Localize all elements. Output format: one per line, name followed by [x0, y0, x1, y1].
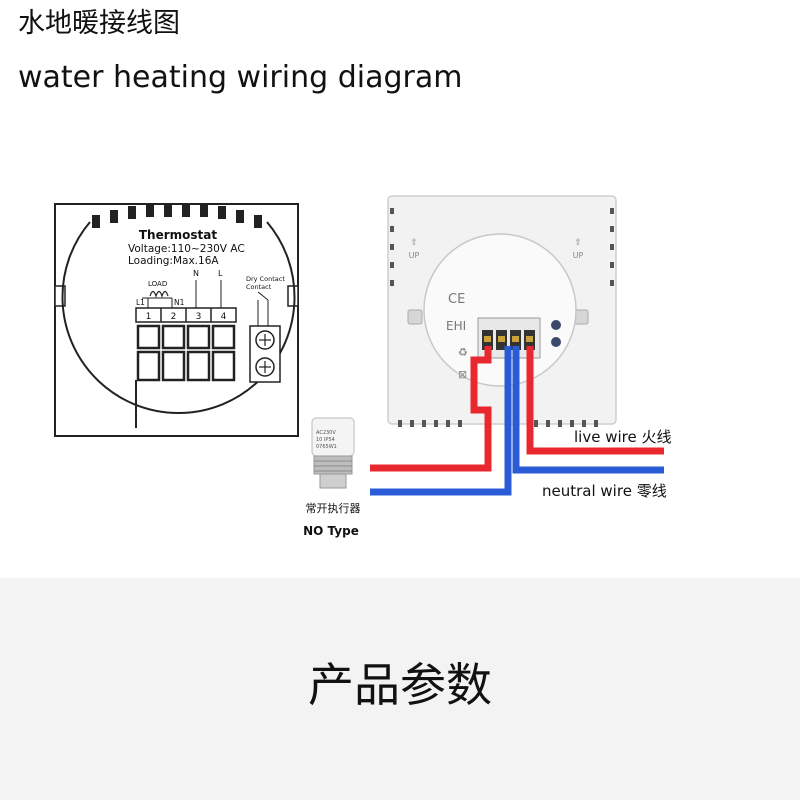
page-title-chinese: 水地暖接线图 [18, 8, 180, 39]
terminal-label-l1: L1 [136, 298, 145, 307]
schematic-teeth [92, 204, 262, 228]
schematic-left-tab [54, 285, 66, 307]
live-wire [526, 346, 664, 455]
device-side-slots [390, 208, 614, 286]
up-arrow-icon: ⇧ [574, 238, 582, 248]
schematic-right-tab [287, 285, 299, 307]
load-label: LOAD [148, 280, 167, 288]
eac-mark: EHI [446, 319, 466, 333]
footer-section-title: 产品参数 [308, 658, 492, 712]
screw-terminal-2 [255, 357, 275, 377]
schematic-frame [54, 203, 299, 437]
wiring-diagram: Thermostat Voltage:110~230V AC Loading:M… [54, 195, 671, 538]
mounting-tab-left [407, 309, 423, 325]
actuator-body-text-3: 0765W1 [316, 444, 337, 450]
schematic-voltage: Voltage:110~230V AC [128, 243, 245, 255]
thermostat-back-panel: ⇧ UP ⇧ UP CE EHI ♻ ⊠ [387, 195, 617, 427]
device-bottom-vents [398, 420, 598, 427]
page-title-english: water heating wiring diagram [18, 60, 463, 95]
wires: live wire 火线 neutral wire 零线 [370, 346, 671, 500]
terminal-number-4: 4 [221, 312, 227, 322]
terminal-label-n: N [193, 269, 199, 278]
actuator-label-cn: 常开执行器 [306, 501, 361, 515]
ce-mark: CE [448, 292, 465, 307]
device-terminals [482, 330, 535, 350]
neutral-wire-label: neutral wire 零线 [542, 482, 667, 500]
footer-band [0, 578, 800, 800]
device-screw-2 [551, 337, 561, 347]
bin-icon: ⊠ [458, 368, 467, 381]
schematic-circle [61, 221, 296, 414]
dry-contact-label: Dry Contact [246, 275, 285, 283]
terminal-number-2: 2 [171, 312, 177, 322]
actuator-body-text-1: AC230V [316, 430, 336, 436]
screw-terminal-1 [255, 330, 275, 350]
terminal-label-n1: N1 [174, 298, 185, 307]
terminal-label-l: L [218, 269, 223, 278]
dry-contact-switch [257, 291, 269, 301]
actuator-body-text-2: 10 IP54 [316, 437, 335, 443]
actuator-blue-wire [370, 346, 512, 496]
up-label-left: UP [409, 251, 420, 260]
actuator-red-wire [370, 346, 492, 472]
live-wire-label: live wire 火线 [574, 428, 671, 446]
neutral-wire [512, 346, 664, 474]
up-label-right: UP [573, 251, 584, 260]
terminal-number-3: 3 [196, 312, 202, 322]
actuator-label-en: NO Type [303, 524, 359, 538]
terminal-blocks [136, 324, 236, 382]
recycle-icon: ♻ [458, 346, 468, 359]
dry-contact-sublabel: Contact [246, 283, 272, 291]
schematic-name: Thermostat [139, 228, 218, 242]
terminal-number-1: 1 [146, 312, 152, 322]
actuator-collar [319, 473, 347, 489]
up-arrow-icon: ⇧ [410, 238, 418, 248]
thermostat-schematic: Thermostat Voltage:110~230V AC Loading:M… [54, 203, 299, 437]
device-screw-1 [551, 320, 561, 330]
device-round-body [423, 233, 577, 387]
actuator: AC230V 10 IP54 0765W1 常开执行器 NO Type [303, 417, 361, 538]
schematic-loading: Loading:Max.16A [128, 255, 219, 267]
load-coil [149, 290, 169, 298]
